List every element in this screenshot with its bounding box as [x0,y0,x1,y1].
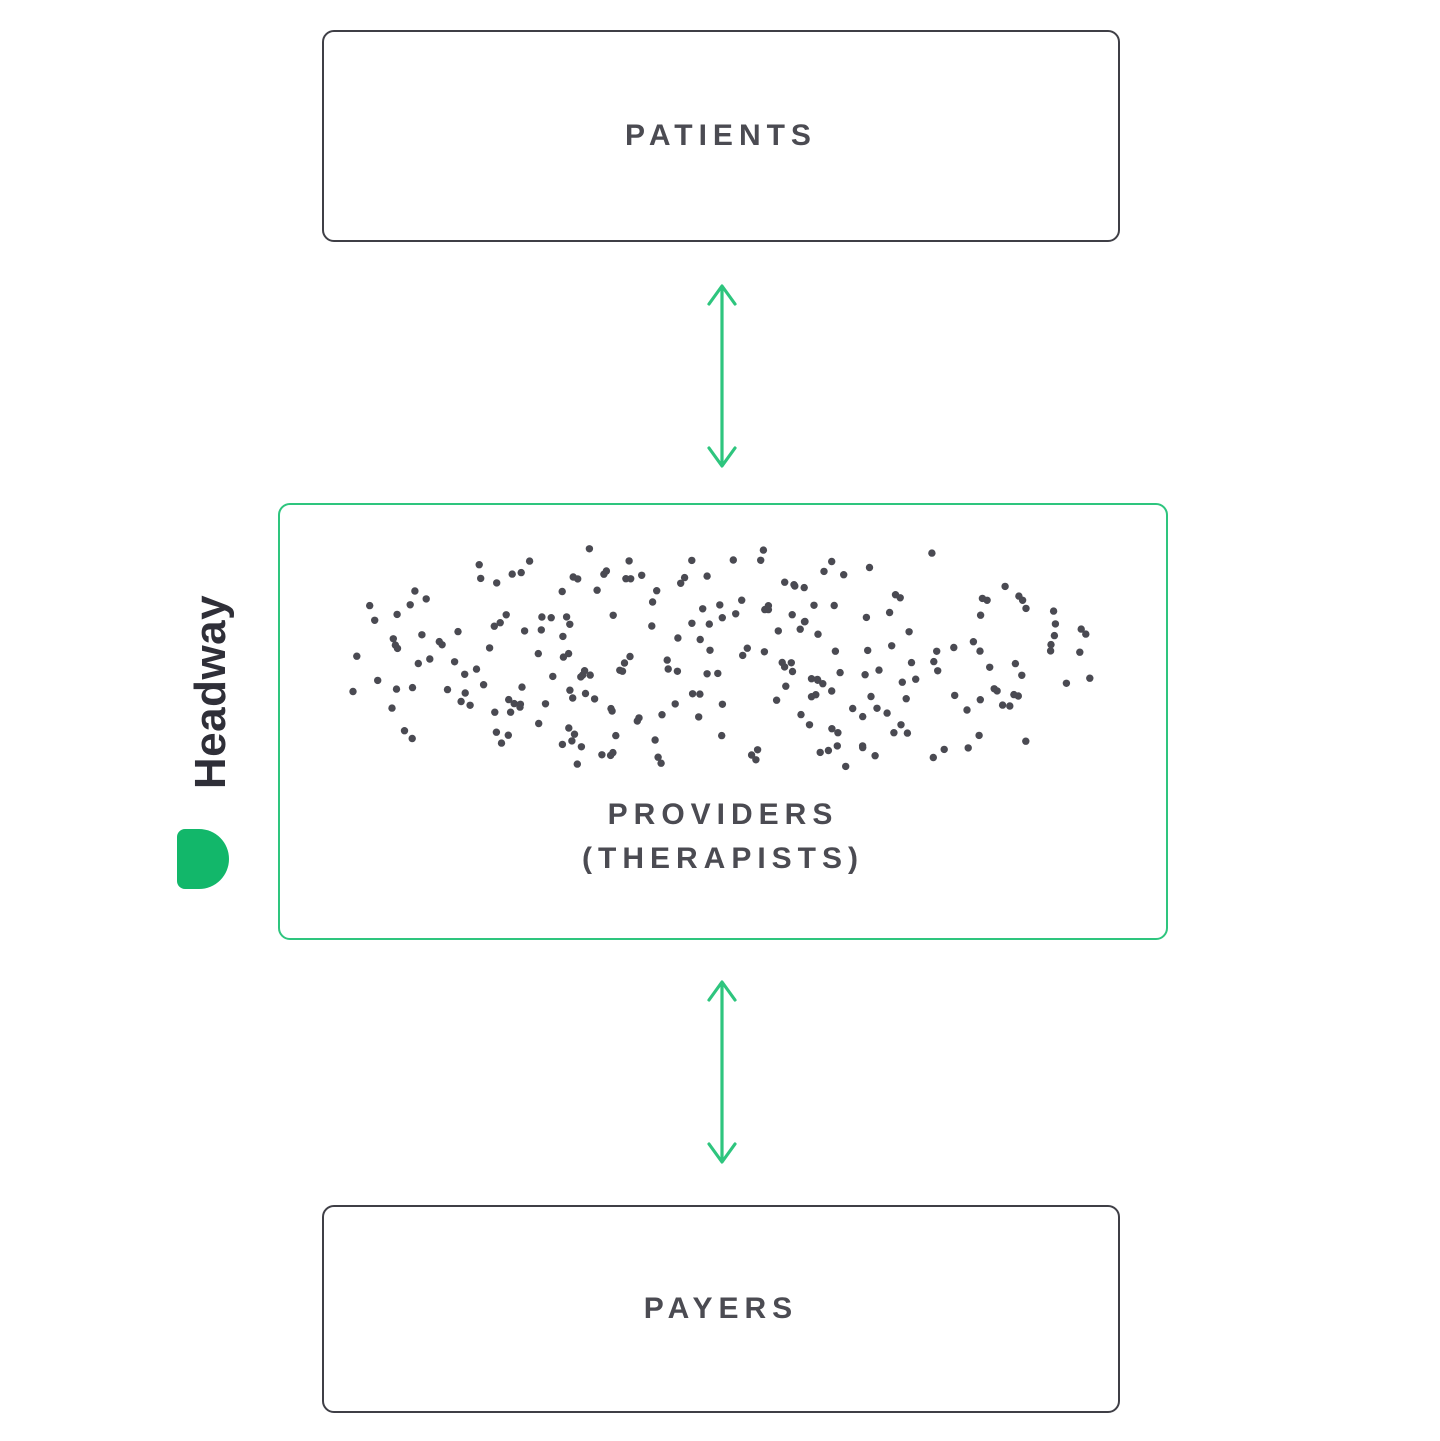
providers-label-group: PROVIDERS (THERAPISTS) [280,797,1166,877]
patients-label: PATIENTS [625,119,817,152]
headway-wordmark: Headway [186,594,235,790]
node-providers: PROVIDERS (THERAPISTS) [278,503,1168,940]
node-payers: PAYERS [322,1205,1120,1413]
payers-label: PAYERS [643,1292,799,1325]
node-patients: PATIENTS [322,30,1120,242]
therapists-sublabel: (THERAPISTS) [582,842,864,875]
arrow-patients-providers-icon [707,284,737,468]
arrow-providers-payers-icon [707,980,737,1164]
headway-logo-icon [177,829,229,889]
providers-label: PROVIDERS [607,798,839,831]
providers-dots-scatter [349,545,1094,771]
